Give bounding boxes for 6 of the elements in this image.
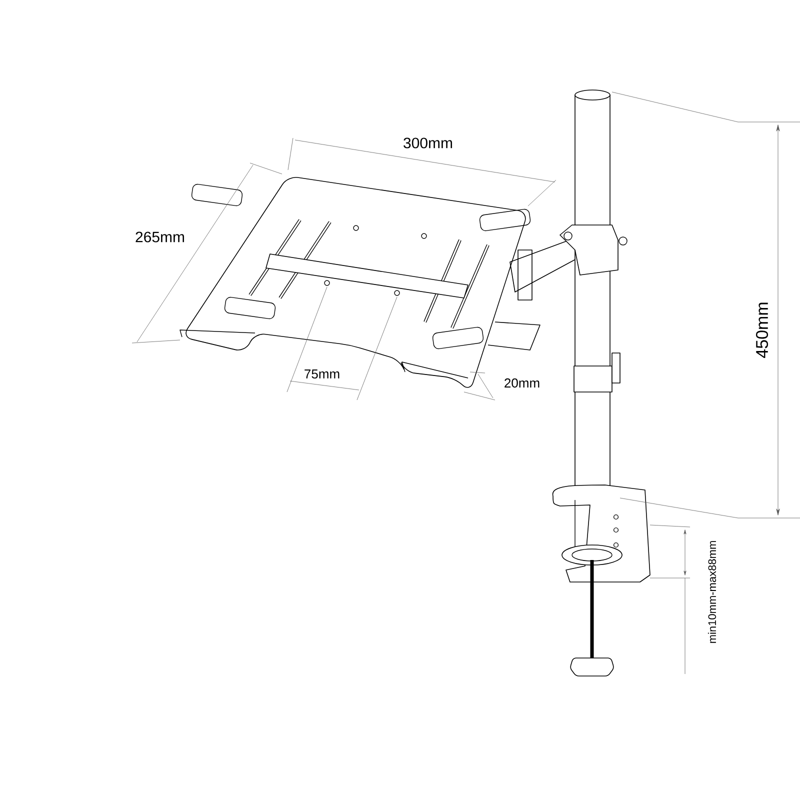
- dimension-label: 265mm: [136, 232, 184, 242]
- dimension-label: 450mm: [756, 302, 768, 358]
- dimension-label: 75mm: [304, 369, 340, 379]
- dimension-label: 300mm: [404, 138, 452, 148]
- dimension-label: min10mm-max88mm: [708, 541, 716, 643]
- dimension-label: 20mm: [504, 378, 540, 388]
